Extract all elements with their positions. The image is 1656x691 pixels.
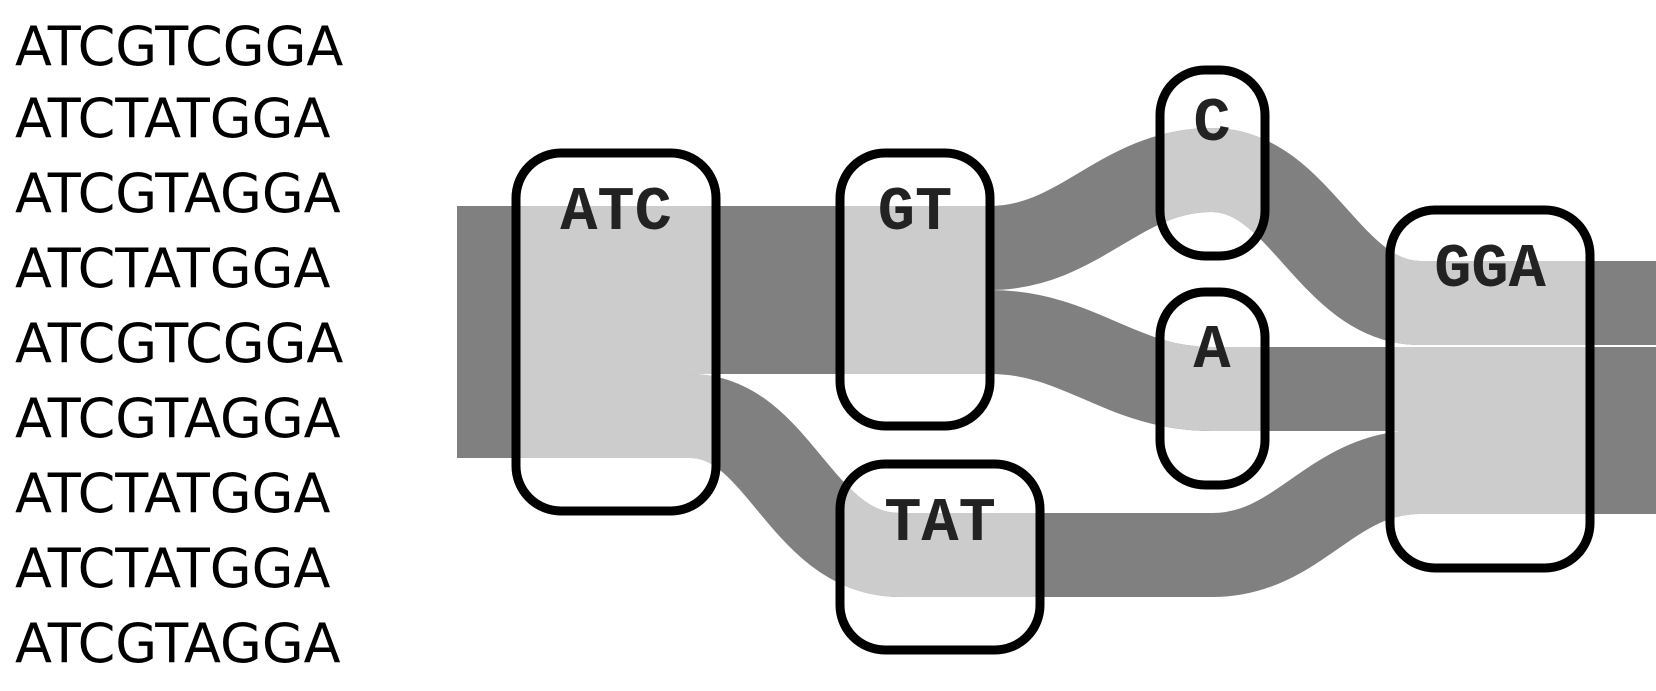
node-box-a: [1155, 287, 1270, 490]
node-box-atc: [511, 148, 721, 516]
sequence-1: ATCGTCGGA: [15, 15, 343, 78]
sequence-2: ATCTATGGA: [15, 87, 330, 150]
band-highlight-clip-n5: [1160, 292, 1265, 485]
sequence-6: ATCGTAGGA: [15, 387, 341, 450]
sequence-7: ATCTATGGA: [15, 462, 330, 525]
node-label-gga: GGA: [1434, 234, 1546, 305]
node-label-tat: TAT: [884, 488, 996, 559]
sequence-3: ATCGTAGGA: [15, 162, 341, 225]
sequence-4: ATCTATGGA: [15, 237, 330, 300]
flow-band-path-tat-inner: [840, 464, 1040, 597]
sequence-8: ATCTATGGA: [15, 537, 330, 600]
sequence-5: ATCGTCGGA: [15, 312, 343, 375]
node-box-gga: [1385, 205, 1595, 573]
node-label-atc: ATC: [560, 177, 672, 248]
flow-band-path-a-inner: [1160, 292, 1265, 431]
node-label-c: C: [1193, 88, 1230, 159]
sequence-9: ATCGTAGGA: [15, 612, 341, 675]
node-box-gt: [835, 148, 995, 431]
node-label-gt: GT: [878, 177, 952, 248]
flow-band-path-c-inner: [1160, 127, 1265, 256]
node-box-c: [1155, 65, 1270, 261]
band-highlight-clip-n3: [840, 464, 1040, 597]
graph-nodes: ATC GT TAT C A GGA: [511, 65, 1595, 655]
node-box-tat: [835, 459, 1045, 655]
sequence-list: ATCGTCGGA ATCTATGGA ATCGTAGGA ATCTATGGA …: [15, 15, 343, 675]
band-highlight-clip-n4: [1160, 127, 1265, 256]
node-label-a: A: [1193, 315, 1231, 386]
flow-band-highlights: [516, 127, 1590, 597]
